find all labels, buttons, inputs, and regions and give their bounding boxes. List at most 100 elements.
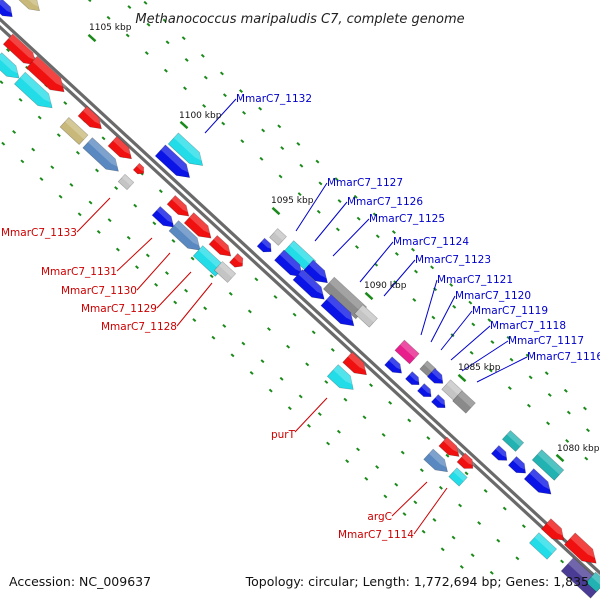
scale-tick-81 <box>239 89 244 93</box>
kbp-label-1090: 1090 kbp <box>364 281 407 291</box>
gene-steel-1130[interactable] <box>168 220 205 256</box>
gene-blue-1125a[interactable] <box>274 249 307 282</box>
gene-khaki-top[interactable] <box>15 0 43 15</box>
gene-teal-1[interactable] <box>501 430 525 452</box>
scale-tick-130 <box>125 33 130 38</box>
gene-khaki-1[interactable] <box>59 116 89 146</box>
scale-tick-83 <box>277 124 282 129</box>
label-mmarc7-1114[interactable]: MmarC7_1114 <box>338 529 414 541</box>
gene-steel-argc[interactable] <box>423 448 453 477</box>
scale-tick-59 <box>280 146 285 151</box>
gene-blue-1116c[interactable] <box>523 468 556 500</box>
scale-tick-69 <box>471 322 476 327</box>
gene-gray-1124[interactable] <box>322 276 368 320</box>
gene-magenta-1121[interactable] <box>394 339 420 365</box>
scale-tick-132 <box>163 68 168 73</box>
kbp-label-1085: 1085 kbp <box>458 363 501 373</box>
label-mmarc7-1119[interactable]: MmarC7_1119 <box>472 305 548 317</box>
scale-tick-103 <box>56 133 61 138</box>
label-argc[interactable]: argC <box>367 511 392 523</box>
gene-blue-1127[interactable] <box>256 237 275 256</box>
scale-tick-57 <box>242 110 247 115</box>
scale-tick-110 <box>190 256 195 261</box>
gene-teal-low[interactable] <box>585 571 600 593</box>
gene-red-low-1[interactable] <box>541 518 568 546</box>
gene-red-1128[interactable] <box>229 253 247 271</box>
label-mmarc7-1120[interactable]: MmarC7_1120 <box>455 290 531 302</box>
label-mmarc7-1124[interactable]: MmarC7_1124 <box>393 236 469 248</box>
label-mmarc7-1117[interactable]: MmarC7_1117 <box>508 335 584 347</box>
gene-blue-1121[interactable] <box>384 356 406 377</box>
label-mmarc7-1126[interactable]: MmarC7_1126 <box>347 196 423 208</box>
gene-blue-1116b[interactable] <box>507 456 529 477</box>
label-mmarc7-1125[interactable]: MmarC7_1125 <box>369 213 445 225</box>
gene-red-1131[interactable] <box>166 195 193 220</box>
label-purt[interactable]: purT <box>271 429 296 441</box>
map-title: Methanococcus maripaludis C7, complete g… <box>135 12 464 27</box>
gene-red-1114[interactable] <box>456 452 477 473</box>
gene-gray-1117[interactable] <box>452 390 476 414</box>
gene-blue-top[interactable] <box>0 0 16 21</box>
scale-tick-31 <box>126 235 131 240</box>
kbp-label-1100: 1100 kbp <box>179 111 222 121</box>
label-leader-lines <box>76 98 528 535</box>
gene-cyan-1132[interactable] <box>167 132 208 171</box>
label-mmarc7-1123[interactable]: MmarC7_1123 <box>415 254 491 266</box>
gene-cyan-far-2[interactable] <box>13 71 57 114</box>
gene-cyan-purt[interactable] <box>326 364 358 396</box>
scale-tick-169 <box>273 295 278 299</box>
label-mmarc7-1116[interactable]: MmarC7_1116 <box>527 351 600 363</box>
gene-red-1129[interactable] <box>208 235 235 260</box>
scale-tick-115 <box>286 344 291 349</box>
gene-gray-1[interactable] <box>117 173 135 191</box>
gene-cyan-1114[interactable] <box>448 467 468 487</box>
scale-tick-49 <box>470 553 475 558</box>
gene-blue-1131[interactable] <box>151 206 178 231</box>
scale-tick-73 <box>547 393 552 397</box>
scale-tick-29 <box>88 200 93 205</box>
gene-teal-2[interactable] <box>531 449 565 481</box>
label-mmarc7-1132[interactable]: MmarC7_1132 <box>236 93 312 105</box>
gene-gray-1128[interactable] <box>213 261 237 283</box>
label-mmarc7-1129[interactable]: MmarC7_1129 <box>81 303 157 315</box>
label-mmarc7-1130[interactable]: MmarC7_1130 <box>61 285 137 297</box>
label-mmarc7-1118[interactable]: MmarC7_1118 <box>490 320 566 332</box>
gene-red-1[interactable] <box>77 105 106 133</box>
gene-blue-1118[interactable] <box>417 383 434 401</box>
scale-tick-23 <box>440 547 445 552</box>
gene-cyan-low-1[interactable] <box>529 532 557 560</box>
leader-line-16 <box>176 282 213 327</box>
gene-red-1130[interactable] <box>183 212 216 244</box>
label-mmarc7-1121[interactable]: MmarC7_1121 <box>437 274 513 286</box>
gene-blue-1116a[interactable] <box>490 445 510 465</box>
gene-red-purt-a[interactable] <box>342 351 372 380</box>
gene-cyan-far-1[interactable] <box>0 52 24 84</box>
scale-tick-105 <box>95 168 100 173</box>
gene-red-small-1[interactable] <box>132 162 146 176</box>
scale-tick-80 <box>219 71 224 76</box>
gene-blue-1117[interactable] <box>431 394 448 412</box>
gene-gray-1123[interactable] <box>354 304 378 328</box>
gene-red-2[interactable] <box>107 135 136 163</box>
gene-gray-1127[interactable] <box>269 228 287 246</box>
gene-steel-1[interactable] <box>82 137 123 177</box>
label-mmarc7-1127[interactable]: MmarC7_1127 <box>327 177 403 189</box>
gene-blue-1123[interactable] <box>320 294 359 332</box>
scale-tick-120 <box>381 432 386 437</box>
gene-blue-1124a[interactable] <box>292 269 329 305</box>
gene-red-argc[interactable] <box>438 436 463 461</box>
gene-red-low-2[interactable] <box>563 532 600 569</box>
scale-tick-148 <box>469 350 474 355</box>
scale-tick-32 <box>145 253 150 258</box>
gene-blue-1125b[interactable] <box>303 259 333 288</box>
gene-blue-1120[interactable] <box>426 368 446 388</box>
scale-tick-61 <box>318 181 323 186</box>
gene-blue-1119[interactable] <box>405 371 422 389</box>
label-mmarc7-1131[interactable]: MmarC7_1131 <box>41 266 117 278</box>
label-mmarc7-1128[interactable]: MmarC7_1128 <box>101 321 177 333</box>
gene-red-far-2[interactable] <box>25 55 69 98</box>
gene-blue-1132[interactable] <box>154 144 195 183</box>
gene-red-far-1[interactable] <box>2 33 40 70</box>
label-mmarc7-1133[interactable]: MmarC7_1133 <box>1 227 77 239</box>
scale-tick-179 <box>464 471 469 476</box>
